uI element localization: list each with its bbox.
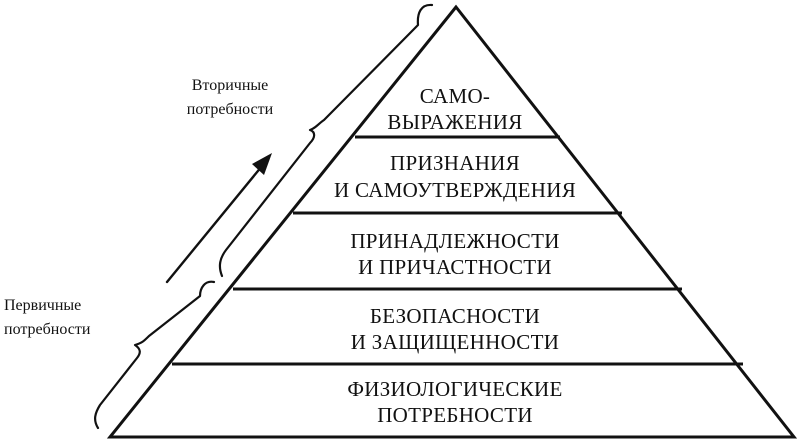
level-recognition-line-1: ПРИЗНАНИЯ [390, 151, 520, 175]
level-self-expression-line-2: ВЫРАЖЕНИЯ [387, 110, 522, 134]
level-safety-line-2: И ЗАЩИЩЕННОСТИ [351, 330, 559, 354]
primary-needs-label-line-2: потребности [4, 321, 91, 338]
secondary-needs-label-line-2: потребности [187, 101, 274, 118]
secondary-needs-label-line-1: Вторичные [192, 77, 268, 94]
primary-needs-label-line-1: Первичные [4, 297, 81, 314]
level-recognition-line-2: И САМОУТВЕРЖДЕНИЯ [334, 178, 576, 202]
primary-needs-label: Первичные потребности [4, 297, 91, 338]
level-belonging-line-2: И ПРИЧАСТНОСТИ [358, 255, 552, 279]
arrow-up-icon [165, 153, 272, 284]
level-belonging-line-1: ПРИНАДЛЕЖНОСТИ [350, 229, 559, 253]
level-physiological-line-1: ФИЗИОЛОГИЧЕСКИЕ [347, 377, 562, 401]
level-self-expression-line-1: САМО- [420, 84, 490, 108]
pyramid-outline [106, 4, 798, 439]
level-recognition: ПРИЗНАНИЯ И САМОУТВЕРЖДЕНИЯ [334, 151, 576, 202]
level-physiological-line-2: ПОТРЕБНОСТИ [377, 403, 533, 427]
secondary-needs-label: Вторичные потребности [187, 77, 274, 118]
primary-needs-brace [94, 280, 216, 430]
level-safety-line-1: БЕЗОПАСНОСТИ [370, 304, 540, 328]
level-self-expression: САМО- ВЫРАЖЕНИЯ [387, 84, 522, 134]
level-safety: БЕЗОПАСНОСТИ И ЗАЩИЩЕННОСТИ [351, 304, 559, 354]
level-physiological: ФИЗИОЛОГИЧЕСКИЕ ПОТРЕБНОСТИ [347, 377, 562, 427]
level-belonging: ПРИНАДЛЕЖНОСТИ И ПРИЧАСТНОСТИ [350, 229, 559, 279]
secondary-needs-brace [218, 3, 434, 278]
